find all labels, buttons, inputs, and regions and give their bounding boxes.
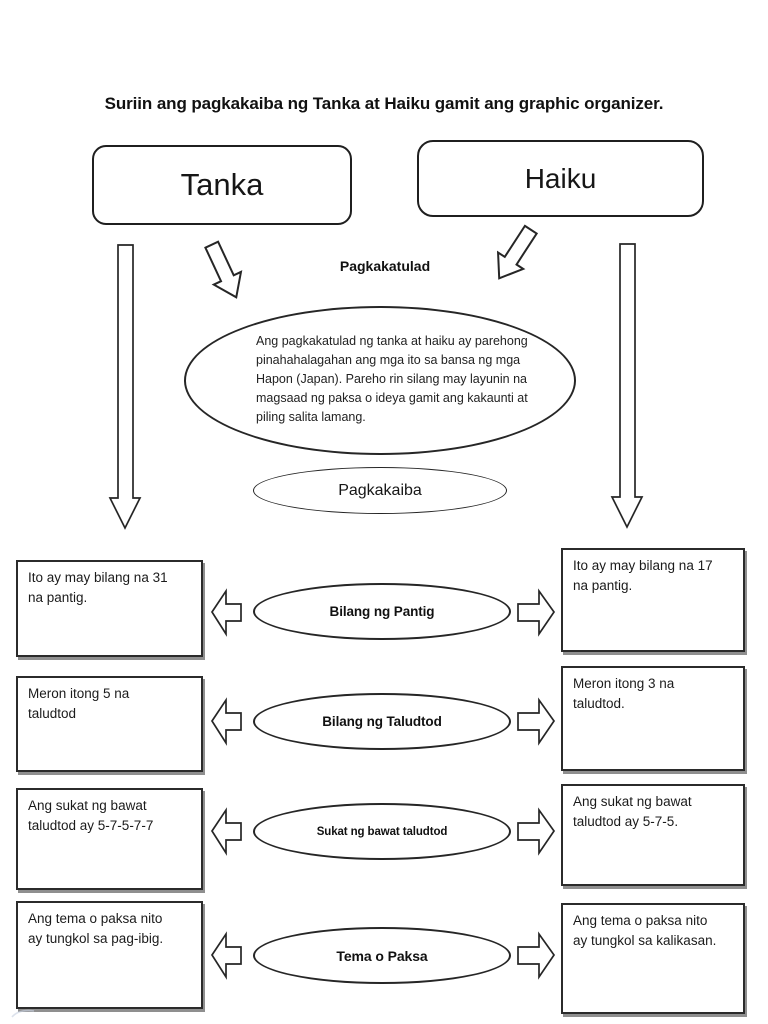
category-label: Bilang ng Pantig bbox=[329, 604, 435, 619]
tanka-header-label: Tanka bbox=[180, 167, 264, 202]
right-block-arrow-icon bbox=[517, 807, 556, 856]
similarities-label: Pagkakatulad bbox=[339, 258, 431, 274]
tanka-fact-box: Ito ay may bilang na 31 na pantig. bbox=[16, 560, 203, 657]
right-block-arrow-icon bbox=[517, 588, 556, 637]
stray-mark bbox=[11, 1009, 35, 1018]
haiku-header-box: Haiku bbox=[417, 140, 704, 217]
right-block-arrow-icon bbox=[517, 697, 556, 746]
haiku-column-long-down-arrow-icon bbox=[610, 243, 644, 529]
similarities-ellipse: Ang pagkakatulad ng tanka at haiku ay pa… bbox=[184, 306, 576, 455]
haiku-fact-box: Ito ay may bilang na 17 na pantig. bbox=[561, 548, 745, 652]
right-block-arrow-icon bbox=[517, 931, 556, 980]
category-ellipse: Bilang ng Pantig bbox=[253, 583, 511, 640]
page-title: Suriin ang pagkakaiba ng Tanka at Haiku … bbox=[104, 94, 664, 113]
differences-ellipse: Pagkakaiba bbox=[253, 467, 507, 514]
category-ellipse: Tema o Paksa bbox=[253, 927, 511, 984]
tanka-column-long-down-arrow-icon bbox=[108, 244, 142, 530]
haiku-down-left-arrow-icon bbox=[496, 224, 539, 280]
similarities-text: Ang pagkakatulad ng tanka at haiku ay pa… bbox=[256, 334, 528, 424]
left-block-arrow-icon bbox=[210, 588, 242, 637]
haiku-fact-box: Meron itong 3 na taludtod. bbox=[561, 666, 745, 771]
differences-label: Pagkakaiba bbox=[338, 481, 422, 499]
category-label: Sukat ng bawat taludtod bbox=[316, 825, 448, 838]
category-label: Tema o Paksa bbox=[336, 947, 428, 964]
category-ellipse: Bilang ng Taludtod bbox=[253, 693, 511, 750]
tanka-fact-box: Ang tema o paksa nito ay tungkol sa pag-… bbox=[16, 901, 203, 1009]
category-label: Bilang ng Taludtod bbox=[322, 714, 442, 729]
left-block-arrow-icon bbox=[210, 931, 242, 980]
haiku-fact-box: Ang sukat ng bawat taludtod ay 5-7-5. bbox=[561, 784, 745, 886]
haiku-fact-box: Ang tema o paksa nito ay tungkol sa kali… bbox=[561, 903, 745, 1014]
category-ellipse: Sukat ng bawat taludtod bbox=[253, 803, 511, 860]
haiku-header-label: Haiku bbox=[524, 162, 597, 194]
left-block-arrow-icon bbox=[210, 807, 242, 856]
tanka-down-right-arrow-icon bbox=[204, 240, 243, 299]
left-block-arrow-icon bbox=[210, 697, 242, 746]
tanka-header-box: Tanka bbox=[92, 145, 352, 225]
tanka-fact-box: Meron itong 5 na taludtod bbox=[16, 676, 203, 772]
tanka-fact-box: Ang sukat ng bawat taludtod ay 5-7-5-7-7 bbox=[16, 788, 203, 890]
